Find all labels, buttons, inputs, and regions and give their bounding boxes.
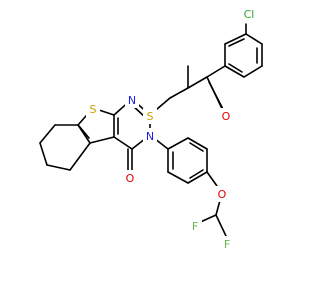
bond (169, 87, 189, 99)
bond (228, 38, 245, 47)
bond (243, 65, 263, 78)
bond (189, 142, 204, 152)
bond (113, 136, 133, 150)
atom-f-1: F (192, 220, 198, 233)
bond (39, 142, 48, 166)
atom-labels: Cl O S S N N O O F F (86, 6, 260, 252)
atom-o-ether: O (218, 188, 227, 201)
atom-n-amide: N (146, 130, 154, 143)
atom-n-ring: N (128, 94, 136, 107)
molecule-structure: Cl O S S N N O O F F (39, 6, 263, 252)
bond (187, 171, 208, 184)
bond (167, 137, 189, 150)
bond (78, 125, 90, 139)
atom-s-thiophene: S (90, 103, 97, 116)
atom-cl: Cl (244, 8, 255, 21)
bond (215, 214, 227, 237)
bond (69, 142, 91, 171)
bond (187, 76, 208, 89)
atom-f-2: F (224, 238, 230, 251)
bond (224, 65, 245, 78)
bond (206, 65, 226, 78)
bond (167, 171, 189, 184)
bond (224, 33, 247, 45)
atom-o-ketone: O (222, 110, 231, 123)
bond (208, 81, 225, 112)
bond (39, 124, 56, 144)
bond (46, 164, 71, 171)
atom-o-amide: O (126, 172, 135, 185)
bond (187, 137, 208, 150)
bond (189, 169, 204, 179)
bond (89, 136, 115, 144)
bond (228, 63, 243, 73)
bond (245, 33, 263, 45)
atom-s-thioether: S (147, 110, 154, 123)
